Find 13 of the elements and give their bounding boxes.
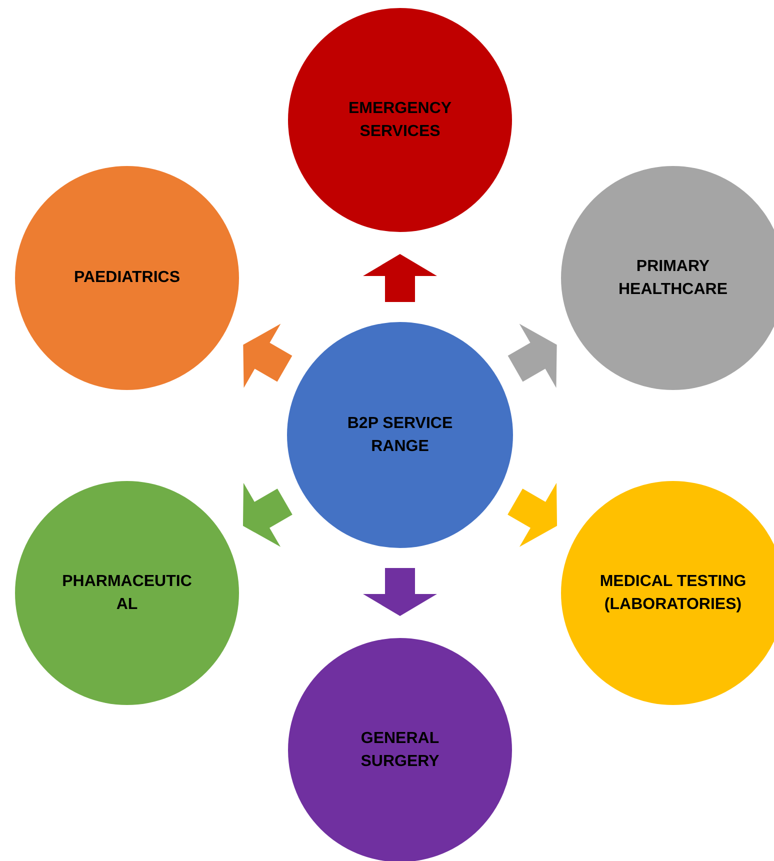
node-label: PRIMARY HEALTHCARE [617,256,729,300]
node-label: PHARMACEUTIC AL [61,572,193,615]
node-label: PAEDIATRICS [74,268,180,288]
block-arrow [363,568,437,616]
block-arrow [363,254,437,302]
block-arrow [508,482,558,547]
block-arrow [243,324,292,388]
block-arrow [242,482,292,547]
node-label: EMERGENCY SERVICES [347,98,453,142]
node-label: MEDICAL TESTING (LABORATORIES) [598,572,748,615]
node-label: B2P SERVICE RANGE [346,414,454,457]
node-label: GENERAL SURGERY [360,728,440,772]
block-arrow [508,324,557,388]
